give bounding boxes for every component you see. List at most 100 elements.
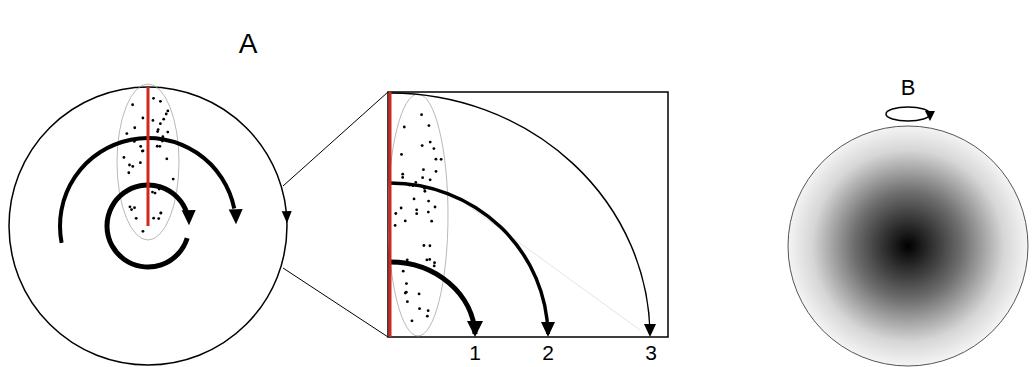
stipple-dot <box>128 164 131 167</box>
arrowhead <box>282 211 292 223</box>
stipple-dot <box>421 176 424 179</box>
stipple-dot <box>160 211 163 214</box>
stipple-dot <box>152 97 155 100</box>
panel-letter: B <box>901 77 916 99</box>
gradient-sphere <box>788 126 1028 366</box>
flow-arc <box>390 183 548 334</box>
stipple-dot <box>139 145 142 148</box>
stipple-dot <box>162 118 165 121</box>
stipple-dot <box>427 211 430 214</box>
stipple-dot <box>422 168 425 171</box>
stipple-dot <box>402 270 405 273</box>
stipple-dot <box>434 206 437 209</box>
stipple-dot <box>401 173 404 176</box>
stipple-dot <box>157 217 160 220</box>
stipple-dot <box>152 217 155 220</box>
arrowhead <box>467 321 483 337</box>
stipple-dot <box>404 292 407 295</box>
stipple-dot <box>433 261 436 264</box>
stipple-dot <box>130 208 133 211</box>
stipple-dot <box>429 141 432 144</box>
stipple-dot <box>166 131 169 134</box>
stipple-dot <box>166 110 169 113</box>
stipple-dot <box>152 119 155 122</box>
stipple-dot <box>159 100 162 103</box>
panel-letter: A <box>239 30 258 58</box>
zoom-box <box>388 92 668 337</box>
stipple-dot <box>403 126 406 129</box>
arrowhead <box>644 324 656 337</box>
stipple-dot <box>425 259 428 262</box>
stipple-dot <box>428 258 431 261</box>
stipple-dot <box>123 156 126 159</box>
stipple-dot <box>131 165 134 168</box>
stipple-dot <box>433 265 436 268</box>
stipple-dot <box>421 144 424 147</box>
stipple-dot <box>418 307 421 310</box>
zoom-line <box>283 92 388 186</box>
faint-line <box>455 196 640 330</box>
zoom-line <box>283 268 388 337</box>
stipple-dot <box>142 230 145 233</box>
stipple-dot <box>141 150 144 153</box>
stipple-dot <box>165 157 168 160</box>
stipple-dot <box>430 220 433 223</box>
stipple-dot <box>156 145 159 148</box>
stipple-dot <box>418 293 421 296</box>
arrowhead <box>541 322 555 337</box>
stipple-dot <box>158 145 161 148</box>
stipple-dot <box>154 192 157 195</box>
stipple-dot <box>428 124 431 127</box>
flow-arc <box>390 262 475 334</box>
stipple-dot <box>400 207 403 210</box>
stipple-dot <box>157 128 160 131</box>
stipple-dot <box>429 244 432 247</box>
stipple-dot <box>401 176 404 179</box>
stipple-dot <box>133 206 136 209</box>
stipple-dot <box>394 224 397 227</box>
stipple-dot <box>435 170 438 173</box>
stipple-dot <box>406 300 409 303</box>
stipple-dot <box>423 244 426 247</box>
stipple-dot <box>165 113 168 116</box>
stipple-dot <box>405 282 408 285</box>
stipple-dot <box>427 309 430 312</box>
dotted-region <box>388 94 448 336</box>
flow-arc <box>390 93 650 334</box>
callout-number: 2 <box>542 342 554 363</box>
callout-number: 3 <box>645 342 657 363</box>
stipple-dot <box>139 161 142 164</box>
stipple-dot <box>400 153 403 156</box>
stipple-dot <box>142 149 145 152</box>
disc-outline <box>9 87 287 365</box>
stipple-dot <box>423 190 426 193</box>
stipple-dot <box>426 315 429 318</box>
stipple-dot <box>142 117 145 120</box>
rotation-arrow <box>886 107 930 121</box>
stipple-dot <box>433 147 436 150</box>
stipple-dot <box>394 212 397 215</box>
dotted-region <box>117 84 179 240</box>
stipple-dot <box>133 126 136 129</box>
stipple-dot <box>427 200 430 203</box>
stipple-dots <box>394 113 443 322</box>
stipple-dot <box>172 178 175 181</box>
stipple-dot <box>127 171 130 174</box>
stipple-dot <box>411 319 414 322</box>
red-line <box>147 87 150 226</box>
stipple-dot <box>435 158 438 161</box>
stipple-dot <box>404 219 407 222</box>
arrowhead <box>925 111 935 121</box>
stipple-dot <box>135 217 138 220</box>
stipple-dot <box>151 191 154 194</box>
stipple-dot <box>159 212 162 215</box>
arrowhead <box>182 210 196 225</box>
red-line <box>389 92 392 337</box>
stipple-dot <box>129 205 132 208</box>
callout-number: 1 <box>469 342 481 363</box>
stipple-dot <box>413 198 416 201</box>
spiral-arrows <box>60 138 292 267</box>
stipple-dot <box>415 212 418 215</box>
